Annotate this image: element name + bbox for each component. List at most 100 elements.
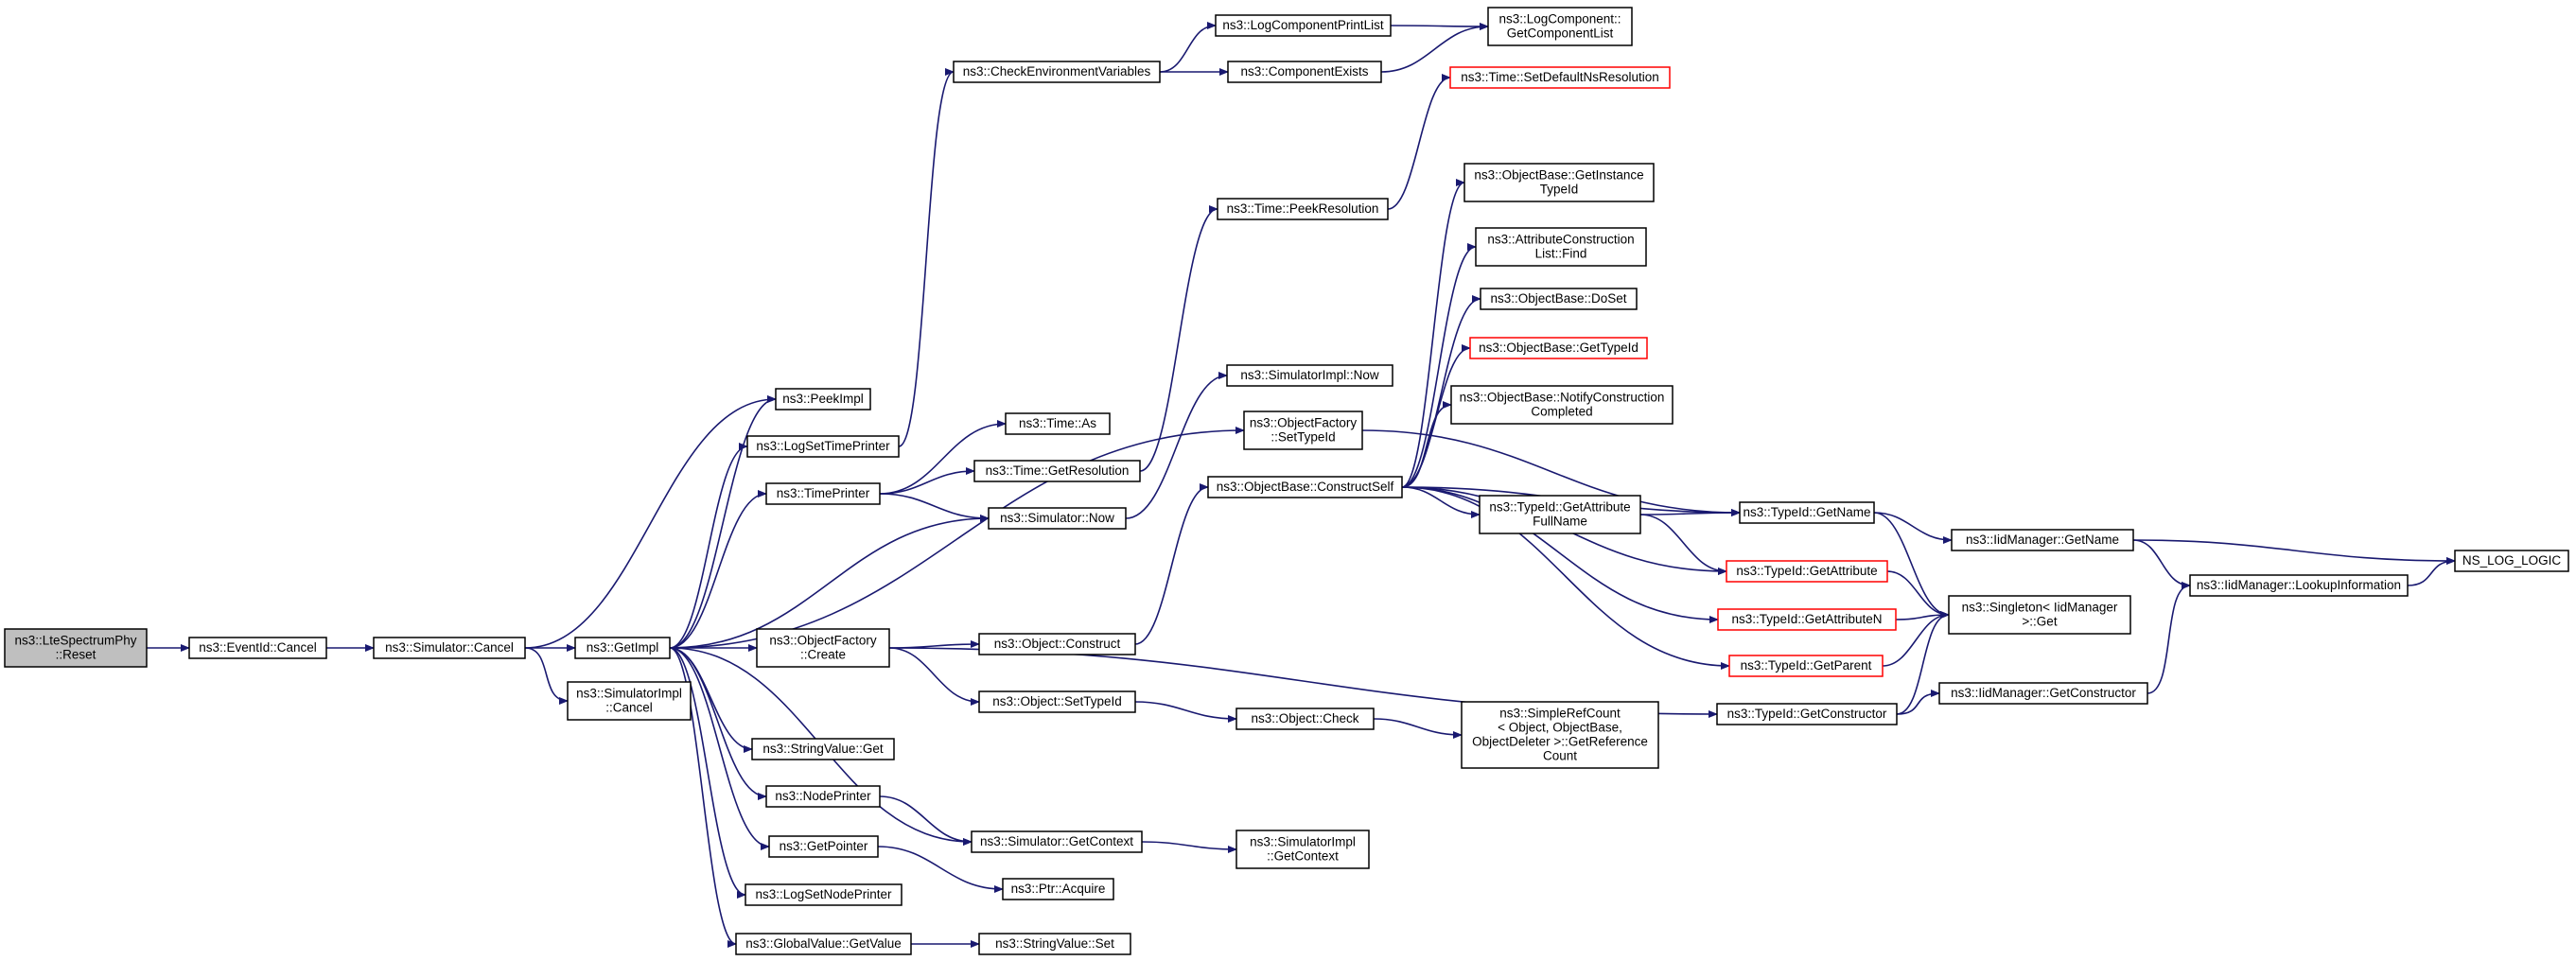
node-box: [1461, 701, 1659, 769]
node-stringvalue_set[interactable]: ns3::StringValue::Set: [978, 933, 1131, 955]
node-time_getres[interactable]: ns3::Time::GetResolution: [973, 460, 1141, 482]
node-box: [1487, 7, 1633, 46]
node-simimpl_now[interactable]: ns3::SimulatorImpl::Now: [1226, 364, 1393, 387]
node-checkenv[interactable]: ns3::CheckEnvironmentVariables: [953, 61, 1161, 83]
edge-iid_getconstructor-to-iid_lookupinfo: [2147, 582, 2191, 694]
node-objbase_notify[interactable]: ns3::ObjectBase::NotifyConstructionCompl…: [1450, 385, 1674, 425]
node-objfactory_settypeid[interactable]: ns3::ObjectFactory::SetTypeId: [1243, 411, 1363, 450]
node-singleton_get[interactable]: ns3::Singleton< IidManager>::Get: [1948, 595, 2131, 635]
node-iid_getname[interactable]: ns3::IidManager::GetName: [1951, 529, 2134, 551]
node-ptr_acquire[interactable]: ns3::Ptr::Acquire: [1002, 878, 1114, 900]
node-typeid_getconstructor[interactable]: ns3::TypeId::GetConstructor: [1716, 703, 1898, 725]
node-box: [978, 633, 1136, 655]
node-logsetnodeprinter[interactable]: ns3::LogSetNodePrinter: [745, 883, 902, 906]
node-object_settypeid[interactable]: ns3::Object::SetTypeId: [978, 690, 1136, 713]
node-simplerefcount[interactable]: ns3::SimpleRefCount< Object, ObjectBase,…: [1461, 701, 1659, 769]
node-logcomp_getcomplist[interactable]: ns3::LogComponent::GetComponentList: [1487, 7, 1633, 46]
node-box: [978, 933, 1131, 955]
edge-typeid_getparent-to-singleton_get: [1882, 611, 1950, 667]
node-label-line: Completed: [1531, 405, 1592, 419]
node-simimpl_cancel[interactable]: ns3::SimulatorImpl::Cancel: [567, 681, 692, 721]
edge-sim_cancel-to-peekimpl: [524, 395, 777, 649]
node-box: [765, 482, 881, 505]
edge-getimpl-to-peekimpl: [669, 395, 777, 649]
node-objbase_doset[interactable]: ns3::ObjectBase::DoSet: [1480, 288, 1638, 310]
node-box: [1235, 830, 1370, 869]
node-label-line: ns3::Simulator::Now: [1000, 511, 1114, 525]
node-box: [746, 435, 900, 458]
node-eventid_cancel[interactable]: ns3::EventId::Cancel: [188, 637, 327, 659]
edge-getpointer-to-ptr_acquire: [877, 846, 1004, 893]
node-getpointer[interactable]: ns3::GetPointer: [768, 835, 879, 858]
node-objbase_constructself[interactable]: ns3::ObjectBase::ConstructSelf: [1207, 476, 1403, 498]
node-label-line: ns3::LogComponentPrintList: [1222, 18, 1384, 32]
node-peekimpl[interactable]: ns3::PeekImpl: [775, 388, 871, 411]
node-box: [1479, 495, 1641, 534]
node-logcompprintlist[interactable]: ns3::LogComponentPrintList: [1215, 14, 1392, 37]
node-sim_now[interactable]: ns3::Simulator::Now: [988, 507, 1127, 530]
edge-typeid_getconstructor-to-singleton_get: [1896, 611, 1950, 715]
node-label-line: ns3::LogComponent::: [1498, 12, 1621, 26]
node-object_check[interactable]: ns3::Object::Check: [1235, 708, 1375, 730]
node-iid_lookupinfo[interactable]: ns3::IidManager::LookupInformation: [2189, 574, 2409, 597]
node-simimpl_getcontext[interactable]: ns3::SimulatorImpl::GetContext: [1235, 830, 1370, 869]
node-compexists[interactable]: ns3::ComponentExists: [1227, 61, 1382, 83]
node-label-line: ns3::PeekImpl: [782, 392, 864, 406]
edge-objfactory_settypeid-to-typeid_getname: [1361, 429, 1741, 516]
edge-getimpl-to-logsetnodeprinter: [669, 647, 746, 899]
node-box: [1951, 529, 2134, 551]
edge-checkenv-to-logcompprintlist: [1159, 22, 1217, 73]
node-globalvalue_getvalue[interactable]: ns3::GlobalValue::GetValue: [735, 933, 912, 955]
node-sim_getcontext[interactable]: ns3::Simulator::GetContext: [971, 830, 1143, 853]
node-label-line: ns3::TypeId::GetAttributeN: [1731, 612, 1882, 626]
node-objbase_gettypeid[interactable]: ns3::ObjectBase::GetTypeId: [1469, 337, 1648, 359]
node-typeid_getattributen[interactable]: ns3::TypeId::GetAttributeN: [1717, 608, 1897, 631]
node-box: [1243, 411, 1363, 450]
node-logsettimeprinter[interactable]: ns3::LogSetTimePrinter: [746, 435, 900, 458]
edge-getimpl-to-logsettimeprinter: [669, 443, 748, 649]
node-label-line: ns3::IidManager::GetName: [1966, 533, 2119, 547]
node-label-line: ns3::StringValue::Get: [762, 742, 884, 756]
node-label-line: ns3::ObjectBase::DoSet: [1490, 291, 1626, 306]
node-box: [1450, 385, 1674, 425]
node-typeid_getname[interactable]: ns3::TypeId::GetName: [1739, 501, 1875, 524]
node-box: [1463, 163, 1655, 202]
node-box: [1726, 560, 1888, 583]
node-label-line: ns3::NodePrinter: [775, 789, 871, 803]
edge-typeid_getname-to-singleton_get: [1873, 512, 1950, 619]
node-box: [973, 460, 1141, 482]
node-label-line: ns3::TypeId::GetAttribute: [1736, 564, 1877, 578]
node-objfactory_create[interactable]: ns3::ObjectFactory::Create: [756, 628, 890, 668]
node-iid_getconstructor[interactable]: ns3::IidManager::GetConstructor: [1938, 682, 2148, 705]
node-label-line: ns3::LogSetTimePrinter: [756, 439, 890, 453]
node-time_peekres[interactable]: ns3::Time::PeekResolution: [1217, 198, 1389, 220]
node-sim_cancel[interactable]: ns3::Simulator::Cancel: [373, 637, 526, 659]
node-typeid_getparent[interactable]: ns3::TypeId::GetParent: [1728, 655, 1884, 677]
node-timeprinter[interactable]: ns3::TimePrinter: [765, 482, 881, 505]
node-time_as[interactable]: ns3::Time::As: [1005, 412, 1111, 435]
node-label-line: ns3::ObjectBase::NotifyConstruction: [1460, 391, 1665, 405]
node-time_setdefaultns[interactable]: ns3::Time::SetDefaultNsResolution: [1449, 66, 1671, 89]
node-label-line: ::Cancel: [605, 701, 653, 715]
node-reset[interactable]: ns3::LteSpectrumPhy::Reset: [4, 628, 148, 668]
node-box: [188, 637, 327, 659]
node-label-line: ns3::Time::SetDefaultNsResolution: [1461, 70, 1659, 84]
node-label-line: ns3::EventId::Cancel: [199, 640, 317, 655]
edge-objbase_constructself-to-typeid_getattributen: [1401, 486, 1719, 623]
node-typeid_getattribute[interactable]: ns3::TypeId::GetAttribute: [1726, 560, 1888, 583]
node-ns_log_logic[interactable]: NS_LOG_LOGIC: [2454, 550, 2569, 572]
node-getimpl[interactable]: ns3::GetImpl: [574, 637, 671, 659]
node-box: [953, 61, 1161, 83]
edge-objbase_constructself-to-attrconstr_find: [1401, 243, 1477, 488]
node-nodeprinter[interactable]: ns3::NodePrinter: [765, 785, 881, 808]
node-label-line: ns3::AttributeConstruction: [1487, 233, 1634, 247]
node-label-line: ns3::StringValue::Set: [995, 936, 1114, 951]
node-object_construct[interactable]: ns3::Object::Construct: [978, 633, 1136, 655]
edge-typeid_getconstructor-to-iid_getconstructor: [1896, 690, 1940, 715]
node-stringvalue_get[interactable]: ns3::StringValue::Get: [751, 738, 895, 760]
edge-iid_lookupinfo-to-ns_log_logic: [2407, 557, 2456, 586]
